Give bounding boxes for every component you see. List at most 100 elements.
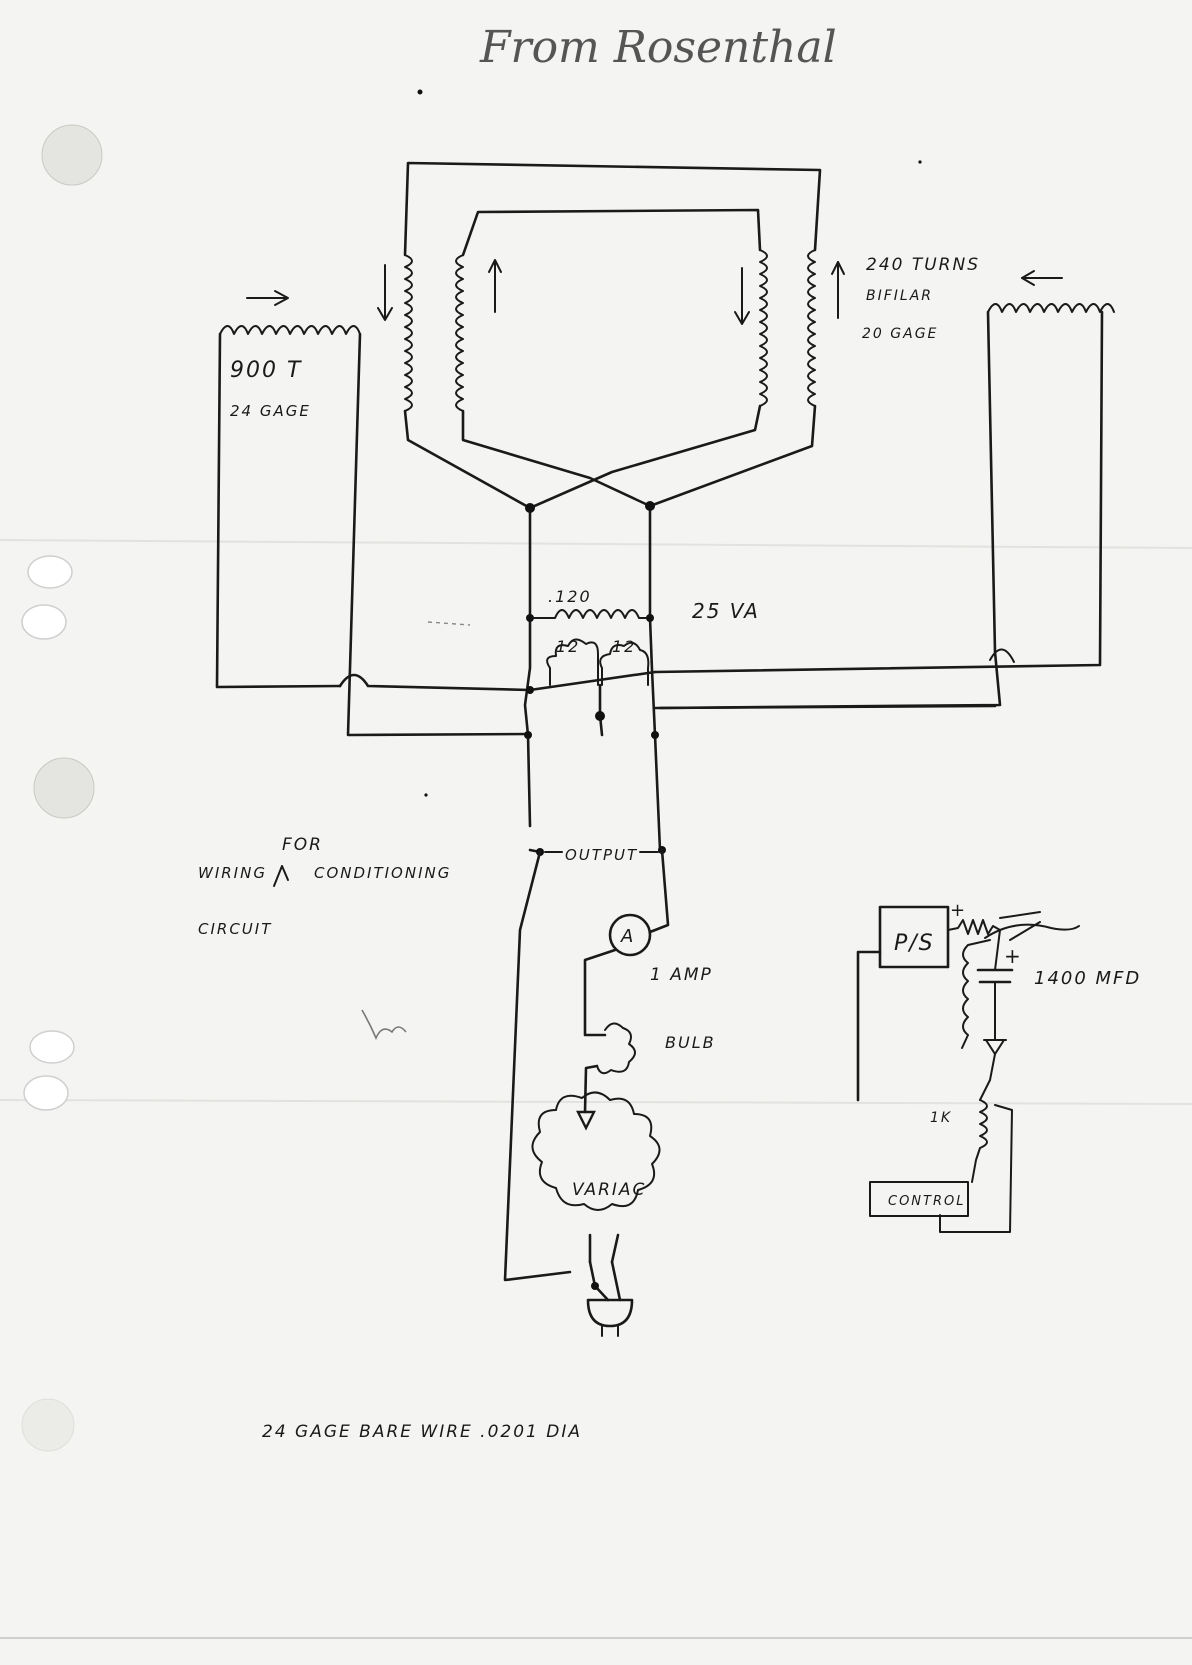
control-circuit	[856, 905, 1080, 1233]
punch-hole-1	[27, 555, 73, 589]
coil-lead-outer-left	[403, 409, 532, 510]
note-line2: CIRCUIT	[198, 920, 272, 938]
coil-winding-3	[759, 249, 768, 407]
fold-line-upper	[0, 539, 1192, 549]
left-coil-turns-label: 900 T	[230, 358, 302, 383]
return-wire	[503, 850, 572, 1282]
variac-label: VARIAC	[572, 1180, 646, 1200]
junction-dot-8	[651, 731, 659, 739]
left-coil-winding	[219, 325, 361, 335]
junction-dot-4	[646, 614, 654, 622]
note-insert-word: FOR	[282, 835, 323, 855]
arrow-up-right	[831, 261, 845, 319]
control-side-coil	[961, 939, 991, 1049]
bifilar-turns-label: 240 TURNS	[866, 255, 980, 275]
bulb-symbol	[596, 1022, 636, 1075]
right-coil-lead-outer	[653, 310, 1104, 674]
bifilar-coil-assembly	[377, 161, 845, 510]
coil-lead-inner-left	[461, 409, 652, 508]
coil-winding-4	[807, 249, 816, 407]
header-note: From Rosenthal	[479, 22, 837, 73]
left-coil-lead-inner	[346, 332, 532, 737]
output-label: OUTPUT	[565, 846, 638, 864]
ink-speck-2	[424, 793, 428, 797]
left-coil-lead-outer	[215, 332, 342, 689]
left-coil-gage-label: 24 GAGE	[230, 402, 311, 420]
transformer	[338, 501, 1015, 852]
ink-speck-1	[417, 89, 423, 95]
control-return-wire	[939, 1104, 1013, 1233]
ps-label: P/S	[894, 931, 935, 956]
secondary-center-tap	[598, 683, 604, 737]
junction-dot-5	[526, 686, 534, 694]
arrow-up-inner-left	[488, 259, 502, 313]
ammeter-wire-in	[648, 848, 670, 934]
main-wire-left-lower	[523, 616, 532, 828]
main-wire-right-lower	[648, 616, 662, 852]
bulb-wire-down	[583, 1064, 599, 1114]
left-coil	[215, 290, 532, 737]
junction-dot-7	[524, 731, 532, 739]
diode-lead	[979, 1053, 996, 1101]
power-plug-icon	[586, 1260, 634, 1337]
arrow-right-left-coil	[246, 290, 289, 306]
variac-wiper-arrow	[576, 1110, 596, 1131]
paper-stain-bottom	[21, 1398, 75, 1452]
ps-resistor	[947, 919, 1001, 935]
pencil-mark	[427, 621, 471, 626]
pencil-scribble	[361, 1009, 407, 1041]
ps-plus-label: +	[950, 900, 967, 921]
ps-wire-left	[856, 950, 882, 1102]
paper-stain-top	[41, 124, 103, 186]
cap-lead-top	[994, 929, 1001, 971]
resistor-1k	[971, 1099, 988, 1183]
capacitor-label: 1400 MFD	[1034, 968, 1141, 989]
secondary-winding-b	[599, 641, 650, 686]
ammeter-wire-out	[583, 948, 617, 1037]
secondary-a-label: 12	[556, 637, 580, 656]
coil-lead-outer-right	[648, 404, 817, 508]
ps-scribble-crossout	[984, 911, 1080, 941]
arrow-left-right-coil	[1021, 270, 1063, 286]
control-box	[869, 1181, 969, 1217]
bus-hop-right	[989, 648, 1015, 663]
inner-coil-loop-wire	[461, 208, 762, 257]
cap-plus-label: +	[1004, 944, 1023, 968]
note-line1-word2: CONDITIONING	[314, 864, 451, 882]
punch-hole-2	[21, 604, 67, 640]
punch-hole-4	[23, 1075, 69, 1111]
outer-coil-loop-wire	[403, 161, 822, 257]
primary-winding	[529, 609, 651, 619]
wire-spec-note: 24 GAGE BARE WIRE .0201 DIA	[262, 1422, 582, 1442]
bifilar-label: BIFILAR	[866, 288, 933, 304]
bus-line-lower	[653, 704, 997, 710]
variac-lead-right	[610, 1233, 620, 1264]
resistor-label: 1K	[930, 1110, 952, 1126]
control-label: CONTROL	[888, 1194, 965, 1209]
power-supply-box	[878, 905, 950, 969]
junction-dot-1	[525, 503, 535, 513]
bus-line-upper	[338, 670, 657, 692]
right-coil-winding	[987, 303, 1115, 313]
arrow-down-left	[377, 264, 393, 321]
ammeter-letter: A	[620, 926, 635, 947]
ammeter-rating-label: 1 AMP	[650, 965, 713, 985]
ink-speck-3	[918, 160, 922, 164]
right-coil-lead-inner	[658, 310, 1002, 710]
junction-dot-2	[645, 501, 655, 511]
transformer-rating-label: 25 VA	[692, 599, 760, 623]
coil-lead-inner-right	[528, 404, 762, 510]
junction-dot-3	[526, 614, 534, 622]
insert-caret	[273, 865, 289, 887]
fold-line-lower	[0, 1099, 1192, 1105]
secondary-winding-a	[546, 638, 599, 686]
junction-dot-6	[595, 711, 605, 721]
paper-stain-middle	[33, 757, 95, 819]
secondary-b-label: 12	[612, 637, 636, 656]
punch-hole-3	[29, 1030, 75, 1064]
note-line1-word1: WIRING	[198, 864, 267, 882]
variac-symbol	[531, 1091, 661, 1211]
primary-label: .120	[548, 587, 592, 606]
coil-winding-1	[404, 254, 413, 412]
